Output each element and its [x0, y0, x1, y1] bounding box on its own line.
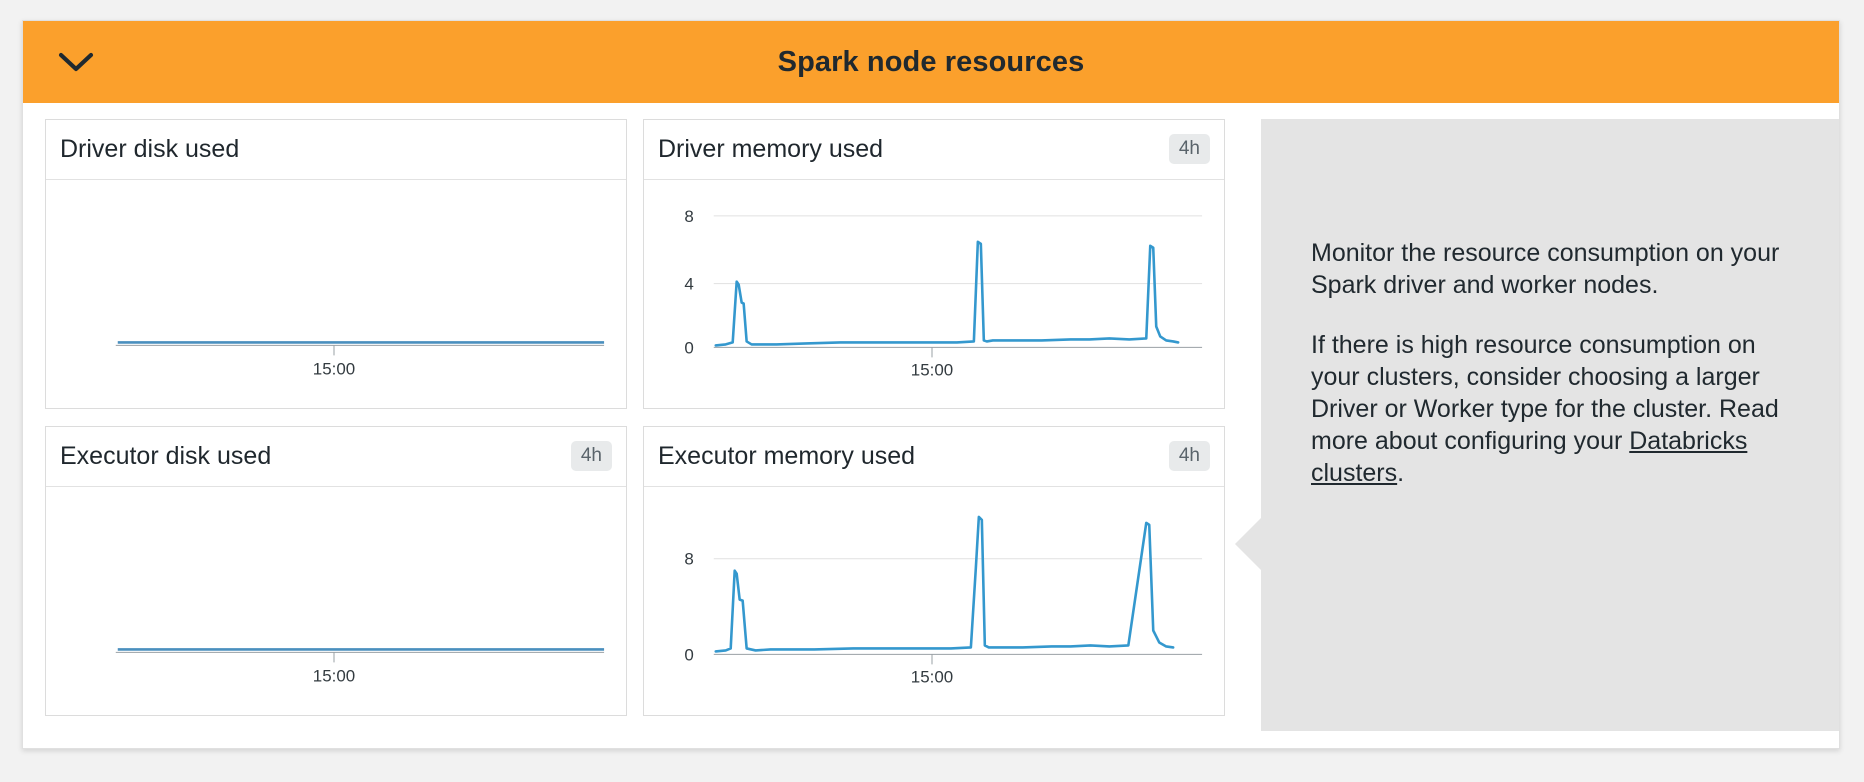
callout-paragraph-2: If there is high resource consumption on… — [1311, 329, 1783, 489]
series-line — [714, 515, 1175, 653]
y-tick-label-0: 0 — [684, 645, 693, 664]
chart-title: Executor memory used — [658, 441, 916, 470]
y-tick-label-0: 0 — [684, 338, 693, 357]
chart-card-driver-disk-used[interactable]: Driver disk used 15:00 — [45, 119, 627, 409]
callout-content: Monitor the resource consumption on your… — [1261, 119, 1839, 489]
callout-pointer — [1235, 517, 1262, 571]
chart-card-driver-memory-used[interactable]: Driver memory used 4h 8 4 — [643, 119, 1225, 409]
time-range-badge[interactable]: 4h — [1168, 134, 1210, 165]
x-tick-label: 15:00 — [911, 360, 953, 379]
chart-header: Driver memory used 4h — [644, 120, 1224, 180]
chart-plot-driver-memory-used: 8 4 0 15:00 — [644, 180, 1224, 408]
chart-svg: 15:00 — [115, 340, 605, 378]
x-tick-label: 15:00 — [313, 666, 355, 685]
callout-paragraph-2-text: If there is high resource consumption on… — [1311, 331, 1779, 455]
chart-svg: 15:00 — [115, 647, 605, 685]
series-line — [714, 240, 1180, 347]
chart-title: Driver memory used — [658, 134, 884, 163]
databricks-clusters-link[interactable]: Databricks clusters — [1311, 427, 1748, 487]
callout-paragraph-2-suffix: . — [1397, 459, 1405, 487]
x-tick-label: 15:00 — [313, 359, 355, 378]
time-range-badge[interactable]: 4h — [1168, 441, 1210, 472]
chart-row-top: Driver disk used 15:00 — [45, 119, 1225, 409]
spark-node-resources-card: Spark node resources Driver disk used — [22, 20, 1840, 749]
chart-header: Executor memory used 4h — [644, 427, 1224, 487]
y-tick-label-8: 8 — [684, 207, 693, 226]
y-tick-label-4: 4 — [684, 274, 693, 293]
chart-header: Driver disk used — [46, 120, 626, 180]
chart-svg: 8 0 15:00 — [684, 515, 1203, 686]
chart-card-executor-disk-used[interactable]: Executor disk used 4h 15:00 — [45, 426, 627, 716]
chevron-down-icon[interactable] — [53, 42, 99, 82]
chart-title: Executor disk used — [60, 441, 272, 470]
time-range-badge[interactable]: 4h — [570, 441, 612, 472]
info-callout: Monitor the resource consumption on your… — [1235, 119, 1839, 731]
chart-svg: 8 4 0 15:00 — [684, 207, 1203, 379]
chart-card-executor-memory-used[interactable]: Executor memory used 4h 8 0 1 — [643, 426, 1225, 716]
charts-grid: Driver disk used 15:00 — [45, 119, 1225, 733]
chart-plot-driver-disk-used: 15:00 — [46, 180, 626, 408]
callout-paragraph-1: Monitor the resource consumption on your… — [1311, 239, 1780, 299]
chart-plot-executor-disk-used: 15:00 — [46, 487, 626, 715]
panel-header: Spark node resources — [23, 21, 1839, 103]
panel-body: Driver disk used 15:00 — [23, 103, 1839, 748]
page-title: Spark node resources — [777, 45, 1085, 78]
x-tick-label: 15:00 — [911, 667, 953, 686]
y-tick-label-8: 8 — [684, 550, 693, 569]
chart-header: Executor disk used 4h — [46, 427, 626, 487]
chart-row-bottom: Executor disk used 4h 15:00 — [45, 426, 1225, 716]
chart-plot-executor-memory-used: 8 0 15:00 — [644, 487, 1224, 715]
chart-title: Driver disk used — [60, 134, 240, 163]
